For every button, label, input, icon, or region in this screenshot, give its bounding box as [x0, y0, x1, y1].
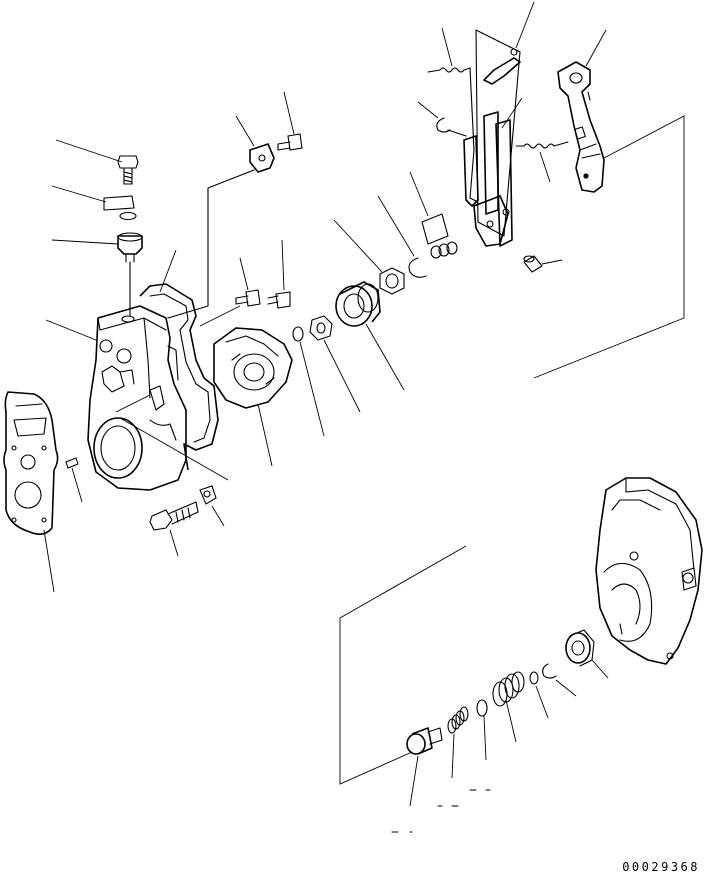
spring-top: [428, 28, 478, 202]
gasket-left: [4, 392, 58, 592]
bolt-bottom: [150, 502, 198, 556]
washer-stack: [410, 172, 457, 258]
nut-upper: [334, 220, 404, 294]
snap-ring-upper: [378, 196, 426, 277]
rear-cover: [596, 478, 702, 664]
nut-bottom: [200, 486, 224, 526]
rods: [464, 98, 522, 246]
sleeve: [336, 282, 404, 390]
snap-ring-mid: [293, 327, 324, 436]
flyweight-holder: [214, 328, 292, 466]
bolts-small: [200, 240, 290, 326]
washer-lower: [530, 672, 548, 718]
label-marks: [392, 790, 490, 832]
roller-pin: [524, 256, 562, 272]
lever: [558, 30, 606, 192]
spring-lower-large: [493, 672, 524, 742]
plug: [52, 233, 142, 316]
housing-gasket: [140, 250, 218, 470]
bolt-top: [56, 140, 138, 184]
nut-mid: [310, 316, 360, 412]
bracket: [168, 116, 274, 318]
spring-lever: [516, 142, 568, 182]
nut-lower: [566, 630, 608, 678]
lock-plate: [52, 186, 136, 220]
dowel-pin: [66, 458, 82, 502]
governor-housing: [46, 306, 186, 490]
spring-lower-small: [448, 707, 468, 778]
washer-lower-2: [477, 700, 487, 760]
snap-ring-lower: [543, 664, 576, 696]
drawing-number: 00029368: [622, 860, 700, 874]
snap-ring-lever: [418, 102, 466, 136]
bolt-bracket: [278, 92, 302, 150]
adjusting-screw: [407, 728, 442, 806]
